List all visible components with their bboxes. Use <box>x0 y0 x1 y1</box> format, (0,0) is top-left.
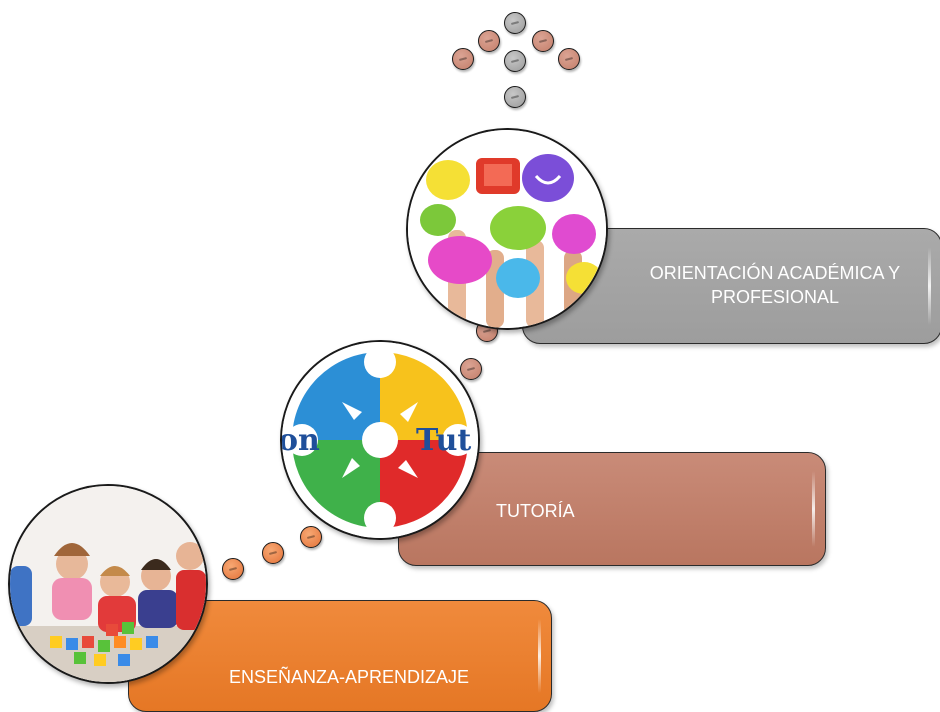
step-label-orientacion: ORIENTACIÓN ACADÉMICA Y PROFESIONAL <box>649 263 901 307</box>
speech-bubbles-image <box>406 128 608 330</box>
connector-dot <box>460 358 482 380</box>
connector-dot <box>504 86 526 108</box>
tutoria-puzzle-image: on Tut <box>280 340 480 540</box>
connector-dot <box>222 558 244 580</box>
step-box-tutoria: TUTORÍA <box>398 452 826 566</box>
connector-dot <box>452 48 474 70</box>
step-label-ensenanza: ENSEÑANZA-APRENDIZAJE <box>229 667 470 687</box>
connector-dot <box>478 30 500 52</box>
step-box-orientacion: ORIENTACIÓN ACADÉMICA Y PROFESIONAL <box>522 228 940 344</box>
connector-dot <box>558 48 580 70</box>
connector-dot <box>262 542 284 564</box>
connector-dot <box>300 526 322 548</box>
tutoria-logo-text-right: Tut <box>416 423 471 458</box>
connector-dot <box>504 12 526 34</box>
tutoria-logo-text-left: on <box>282 423 320 458</box>
step-label-tutoria: TUTORÍA <box>496 501 575 521</box>
connector-dot <box>504 50 526 72</box>
children-playing-image <box>8 484 208 684</box>
connector-dot <box>532 30 554 52</box>
